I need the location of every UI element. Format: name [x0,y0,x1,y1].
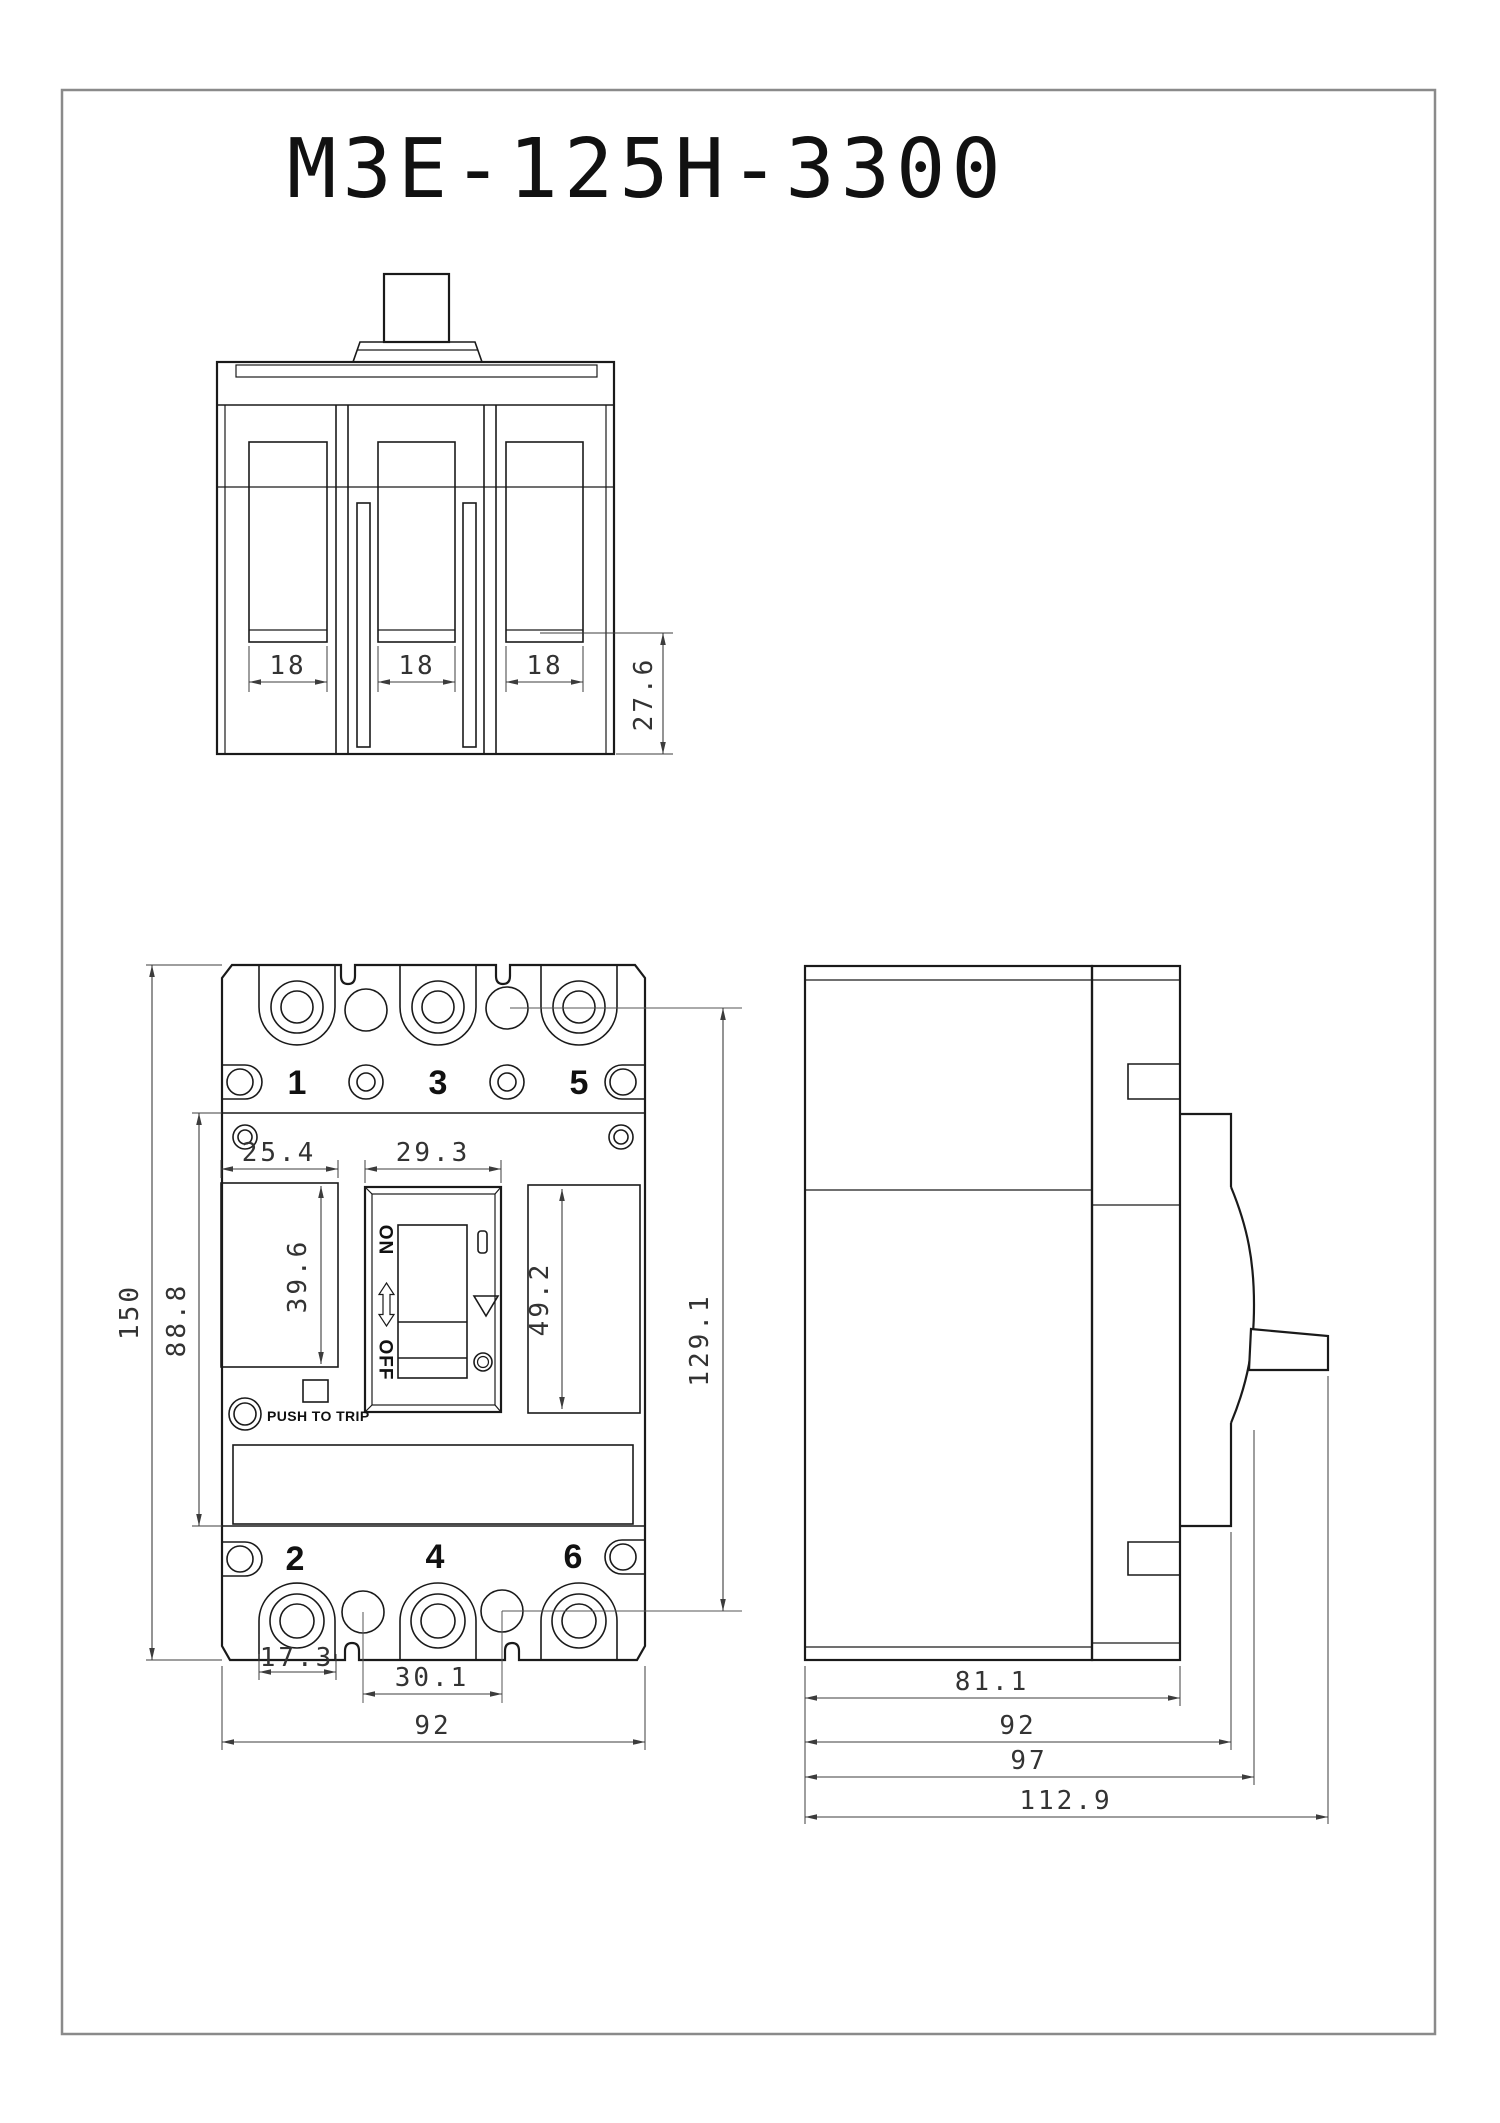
pole-label-3: 3 [429,1064,448,1102]
dim-body-depth-label: 92 [999,1711,1036,1741]
top-view: 18 18 18 27.6 [215,272,673,756]
reset-dot [473,1352,493,1372]
label-recess [232,1444,634,1525]
mount-ear-top-right [604,1064,645,1100]
accessory-window [527,1184,641,1414]
off-label: OFF [374,1340,395,1381]
handle-base-trapezoid [351,341,484,363]
dim-pole2-label: 18 [398,651,435,681]
accessory-tab-lower [1127,1541,1180,1576]
nameplate-window [220,1182,339,1368]
pole-label-6: 6 [564,1538,583,1576]
on-off-arrow-icon [377,1281,396,1328]
barrier-slot-1 [356,502,371,748]
escutcheon-plate [235,364,598,378]
dim-window-height-label: 39.6 [283,1239,313,1314]
dim-switch-width-label: 29.3 [396,1138,471,1168]
pole-label-5: 5 [570,1064,589,1102]
handle-window [397,1224,468,1379]
handle-dome-profile [1229,1186,1256,1424]
push-to-trip-button [228,1397,262,1431]
side-cover [1090,964,1182,1662]
side-view: 81.1 92 97 112.9 [803,964,1330,1824]
escutcheon-profile-bottom [1180,1423,1233,1528]
switch-bezel: ON OFF [363,1185,503,1414]
dim-terminal-span-label: 129.1 [685,1293,715,1386]
pole-window-3 [505,441,584,643]
wire-hole-top-1 [344,988,388,1032]
on-label: ON [374,1225,395,1256]
top-terminals [258,965,618,1046]
pole-window-2 [377,441,456,643]
front-view-outline [220,963,647,1662]
top-view-dimensions: 18 18 18 27.6 [248,632,673,755]
pole-label-4: 4 [426,1538,445,1576]
pole-label-2: 2 [286,1540,305,1578]
mount-ear-bottom-left [222,1541,263,1577]
triangle-marker-icon [472,1295,500,1318]
barrier-slot-2 [462,502,477,748]
push-to-trip-label: PUSH TO TRIP [267,1408,370,1424]
bottom-terminals [258,1582,618,1660]
accessory-tab-upper [1127,1063,1180,1100]
dim-height-label: 150 [115,1284,145,1340]
dim-cover-height-label: 88.8 [162,1283,192,1358]
mount-ear-top-left [222,1064,263,1100]
dim-hole-pitch-label: 30.1 [395,1663,470,1693]
dim-overall-depth-label: 112.9 [1019,1786,1112,1816]
pole-label-1: 1 [288,1064,307,1102]
dim-pole3-label: 18 [526,651,563,681]
dim-pole1-label: 18 [269,651,306,681]
dim-terminal-width-label: 17.3 [260,1643,335,1673]
dim-terminal-depth-label: 27.6 [629,657,659,732]
trip-indicator-bar [477,1230,488,1254]
drawing-title: M3E-125H-3300 [287,122,1007,217]
dim-base-depth-label: 81.1 [955,1667,1030,1697]
sheet-border [60,88,1437,2036]
front-view-dimensions: 25.4 29.3 39.6 49.2 88.8 150 129.1 17.3 [115,964,742,1750]
dim-right-window-height-label: 49.2 [525,1262,555,1337]
side-base [803,964,1094,1662]
top-view-body [215,360,616,756]
toggle-handle-profile [1247,1327,1330,1372]
dim-nameplate-width-label: 25.4 [242,1138,317,1168]
dim-width-label: 92 [414,1711,451,1741]
side-view-dimensions: 81.1 92 97 112.9 [804,1376,1329,1824]
escutcheon-profile-top [1180,1112,1233,1187]
pole-window-1 [248,441,328,643]
toggle-handle-top [382,272,451,344]
rating-plug-square [302,1379,329,1403]
dim-handle-depth-label: 97 [1010,1746,1047,1776]
front-view: 1 3 5 ON OFF [115,963,742,1750]
mount-ear-bottom-right [604,1539,645,1575]
